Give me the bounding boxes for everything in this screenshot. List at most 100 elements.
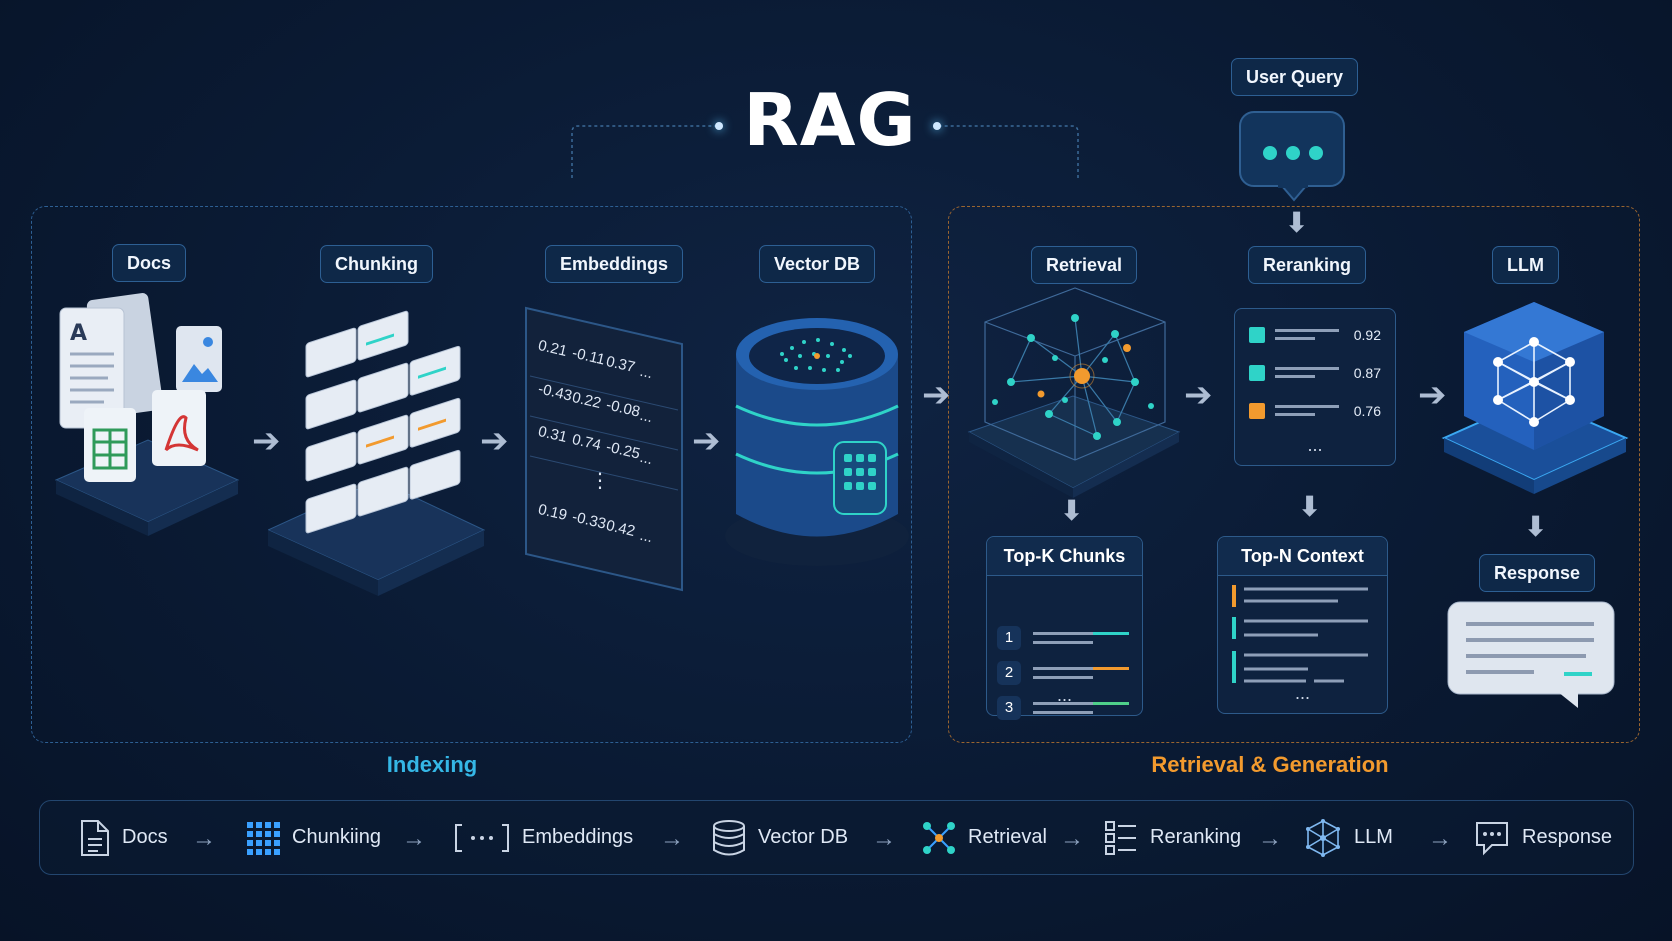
rerank-marker [1249,403,1265,419]
rerank-ellipsis: ... [1307,435,1323,455]
embedding-value: 0.31 [536,422,569,447]
pipeline-arrow-2: → [402,825,426,852]
embedding-value: -0.33 [570,508,608,533]
embedding-value: 0.19 [536,500,569,525]
arrow-retrieval-reranking: ➔ [1184,376,1213,414]
stage-docs-label: Docs [112,244,187,282]
topk-line-accent [1093,632,1129,635]
pipeline-step-response: Response [1474,801,1612,874]
topk-rank: 3 [997,696,1021,720]
pipeline-step-docs: Docs [78,801,168,874]
rerank-score: 0.92 [1353,327,1381,343]
embedding-value: ... [638,526,655,547]
arrow-docs-chunking: ➔ [252,422,281,460]
rerank-score: 0.76 [1353,403,1381,419]
embedding-value: ... [638,448,655,469]
rerank-row: 0.92 [1249,325,1385,345]
arrow-retrieval-topk: ⬇ [1060,495,1084,526]
rerank-row: 0.76 [1249,401,1385,421]
embedding-value: 0.74 [570,430,603,455]
chat-bubble-icon [1239,111,1345,202]
topk-line-accent [1093,702,1129,705]
embedding-matrix [525,306,683,592]
pipeline-label-response: Response [1522,826,1613,848]
rerank-line [1275,405,1339,408]
pipeline-bar: Docs → Chunkiing → Embeddings → Vector D… [39,800,1634,875]
rerank-score: 0.87 [1353,365,1381,381]
document-icon [81,819,109,856]
pipeline-label-embeddings: Embeddings [522,826,634,848]
topk-line [1033,667,1093,670]
indexing-panel [31,206,912,743]
pipeline-arrow-7: → [1428,825,1452,852]
rerank-marker [1249,365,1265,381]
embedding-value: ... [638,362,655,383]
embedding-value: 0.22 [570,388,603,413]
pipeline-step-embeddings: Embeddings [454,801,633,874]
arrow-vectordb-retrieval: ➔ [922,376,951,414]
arrow-chunking-embeddings: ➔ [480,422,509,460]
topn-ellipsis: ... [1294,683,1310,703]
rerank-line [1275,375,1315,378]
indexing-section-label: Indexing [386,752,478,777]
pipeline-label-chunking: Chunkiing [292,826,381,848]
rerank-line [1275,413,1315,416]
reranking-card: 0.92 0.87 0.76 ... [1234,308,1396,466]
embedding-value: 0.37 [604,352,637,377]
embedding-value: 0.21 [536,336,569,361]
pipeline-arrow-4: → [872,825,896,852]
title-dot-right [933,122,941,130]
chat-icon [1476,821,1508,855]
documents-icon: A [54,293,240,536]
topk-row: 1 [997,626,1133,650]
arrow-llm-response: ⬇ [1524,511,1548,542]
topk-line [1033,641,1093,644]
topn-title: Top-N Context [1218,537,1387,576]
topk-line [1033,711,1093,714]
stage-llm-label: LLM [1492,246,1559,284]
embedding-value: -0.43 [536,380,574,405]
embedding-vertical-ellipsis: ⋮ [590,470,610,492]
topk-rank: 1 [997,626,1021,650]
brackets-icon [455,823,509,852]
rerank-row: 0.87 [1249,363,1385,383]
topk-row: 3 [997,696,1133,720]
retrieval-panel [948,206,1640,743]
pipeline-label-reranking: Reranking [1150,826,1242,848]
page-title: RAG [743,78,917,162]
embedding-value: 0.42 [604,516,637,541]
pipeline-step-retrieval: Retrieval [922,801,1047,874]
pipeline-arrow-1: → [192,825,216,852]
embedding-value: -0.11 [570,344,607,369]
topk-title: Top-K Chunks [987,537,1142,576]
embedding-value: ... [638,406,655,427]
topk-rank: 2 [997,661,1021,685]
llm-cube-icon [1441,302,1629,494]
title-bracket [571,125,1079,178]
stage-vector-db-label: Vector DB [759,245,876,283]
retrieval-network-icon [967,287,1181,498]
pipeline-arrow-6: → [1258,825,1282,852]
rerank-line [1275,367,1339,370]
response-label: Response [1479,554,1596,592]
pipeline-label-retrieval: Retrieval [968,826,1047,848]
database-icon [725,318,909,566]
rerank-line [1275,329,1339,332]
topk-line [1033,676,1093,679]
arrow-reranking-llm: ➔ [1418,376,1447,414]
list-icon [1105,820,1136,855]
pipeline-arrow-5: → [1060,825,1084,852]
chunks-icon [268,310,486,596]
pipeline-label-llm: LLM [1354,826,1393,848]
rerank-marker [1249,327,1265,343]
retrieval-section-label: Retrieval & Generation [1151,752,1389,777]
stage-chunking-label: Chunking [320,245,433,283]
user-query-label: User Query [1231,58,1359,96]
response-bubble-icon [1447,601,1615,708]
pipeline-label-docs: Docs [122,826,168,848]
arrow-down-query: ⬇ [1285,207,1309,238]
pipeline-arrow-3: → [660,825,684,852]
arrow-embeddings-vectordb: ➔ [692,422,721,460]
